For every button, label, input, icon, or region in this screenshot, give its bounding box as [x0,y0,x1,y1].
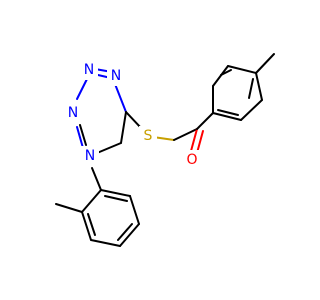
atom-s: S [144,128,153,144]
atom-n3: N [84,62,94,78]
label-bg-n4 [107,66,125,86]
bond-c5-n4-ring-link [120,111,127,144]
bond-ar1-2 [212,112,242,121]
bond-ar1-double-3 [220,69,232,76]
label-bg-s [139,126,157,146]
bond-ch2-co [173,128,198,141]
bond-n1-ar2 [91,167,102,191]
bond-ar1-3 [240,99,263,121]
carbonyl-group [190,128,204,154]
bond-ar1-5 [227,65,257,74]
bond-ar1-double-1 [217,109,239,116]
tetrazole-ring [76,68,127,154]
bond-c-o-double [196,130,204,154]
bond-ar2-double-3 [104,195,128,202]
bond-ar1-4 [255,72,263,101]
bond-c5-n1 [96,142,122,154]
atom-n2: N [68,105,78,121]
atom-o: O [186,152,197,168]
bond-n1-n2 [79,124,87,146]
label-bg-n3 [80,60,98,80]
bond-n4-c5 [114,83,127,113]
bond-ar2-2 [81,211,92,241]
bond-c-o [190,128,198,152]
para-tolyl-ring [196,53,275,130]
bond-ar1-6 [212,65,229,87]
bond-ar2-double-1 [87,213,96,236]
bond-ar2-5 [129,195,140,225]
bond-meta-methyl [55,203,83,213]
bond-ar2-double-2 [117,223,133,241]
bond-para-methyl [255,53,275,74]
bond-n1-n2-double [76,126,84,149]
label-bg-n2 [64,103,82,123]
bond-ar2-6 [100,189,131,197]
atom-n4: N [111,68,121,84]
meta-tolyl-ring [55,167,140,247]
label-bg-o [183,150,201,170]
atom-labels: N N N N S O [64,60,201,170]
thioether-linker [125,111,198,141]
bond-ar2-3 [90,239,121,247]
bond-ar2-4 [119,223,140,247]
label-bg-n1 [81,146,99,166]
bond-ar2-1 [81,189,102,213]
bond-n2-n3 [76,76,89,100]
molecule-structure: N N N N S O [55,53,275,247]
bond-ar1-1 [196,112,214,130]
bond-ar1-double-2 [248,78,254,99]
atom-n1: N [85,148,95,164]
